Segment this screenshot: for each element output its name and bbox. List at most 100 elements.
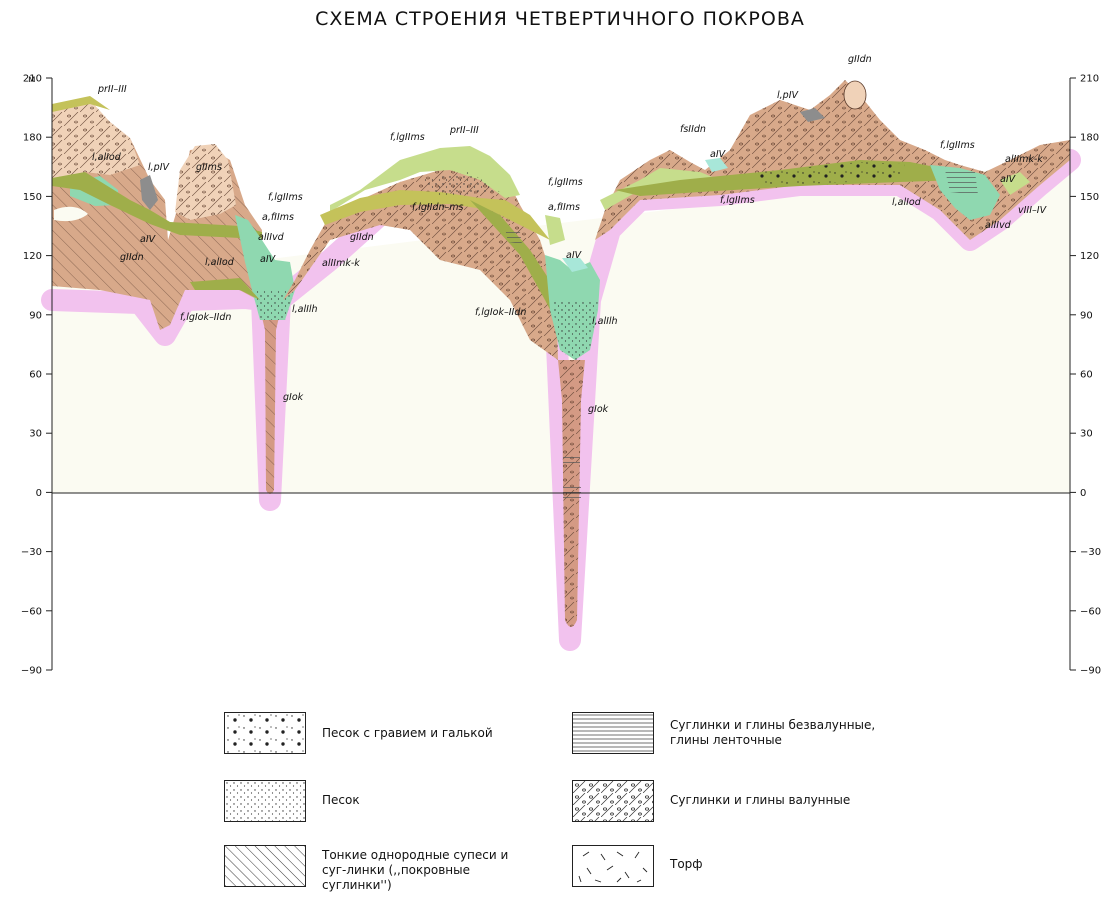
olive-cover-left (52, 96, 110, 112)
valley-fill-left-dots (252, 290, 295, 320)
geo-label: gIIms (196, 162, 222, 173)
geo-label: fsIIdn (680, 124, 706, 135)
geo-label: aIV (566, 250, 583, 261)
legend-label-peat: Торф (670, 857, 703, 871)
deep-moraine-left-hatch (258, 300, 283, 494)
peat-icon (572, 845, 654, 887)
left-tick-label: 150 (23, 192, 42, 203)
geo-label: aIV (1000, 174, 1017, 185)
right-tick-label: 30 (1080, 429, 1093, 440)
right-tick-label: 150 (1080, 192, 1099, 203)
hill-lens-top (843, 80, 867, 110)
right-tick-label: 60 (1080, 370, 1093, 381)
geo-label: l,alIlh (592, 316, 618, 327)
geo-label: aIV (140, 234, 157, 245)
gravel-sand-icon (224, 712, 306, 754)
geologic-cross-section: м 210 180 150 120 90 60 30 0 −30 −60 −90 210 180 150… (21, 54, 1101, 677)
light-green-right (600, 168, 720, 210)
legend-label-sand: Песок (322, 793, 360, 807)
legend-label-gravel-sand: Песок с гравием и галькой (322, 726, 493, 740)
left-tick-label: 60 (29, 370, 42, 381)
left-tick-label: 210 (23, 74, 42, 85)
geo-label: f,lgIIms (720, 195, 755, 206)
geo-label: l,alIlh (292, 304, 318, 315)
cyan-spot-right (705, 158, 728, 172)
geo-label: f,lgIok–IIdn (180, 312, 231, 323)
geo-label: f,lgIIms (268, 192, 303, 203)
geo-label: f,lgIIms (940, 140, 975, 151)
left-tick-label: −30 (21, 547, 42, 558)
right-tick-label: −90 (1080, 666, 1101, 677)
thin-loam-icon (224, 845, 306, 887)
boulder-clay-icon (572, 780, 654, 822)
lines-lens-central (505, 228, 522, 244)
geo-labels: prII–III l,alIod l,pIV gIIms f,lgIIms a,… (92, 54, 1048, 415)
left-tick-label: −90 (21, 666, 42, 677)
left-tick-label: 120 (23, 251, 42, 262)
geo-label: gIok (588, 404, 609, 415)
light-green-right-small (1000, 172, 1030, 195)
sand-icon (224, 780, 306, 822)
left-tick-label: 180 (23, 133, 42, 144)
left-ticks: 210 180 150 120 90 60 30 0 −30 −60 −90 (21, 74, 52, 677)
right-tick-label: −60 (1080, 606, 1101, 617)
right-tick-label: 210 (1080, 74, 1099, 85)
pale-hill-left-hatch (52, 100, 140, 180)
varved-clay-icon (572, 712, 654, 754)
geo-label: l,pIV (148, 162, 170, 173)
geo-label: l,alIod (205, 257, 235, 268)
geo-label: gIIdn (120, 252, 144, 263)
geo-label: alIIvd (258, 232, 285, 243)
geo-label: vIII–IV (1018, 205, 1048, 216)
right-tick-label: 180 (1080, 133, 1099, 144)
legend-label-varved-clay: Суглинки и глины безвалунные, глины лент… (670, 718, 876, 747)
peat-right (800, 108, 825, 122)
olive-band-right-gravel (760, 162, 905, 184)
geo-label: gIIdn (350, 232, 374, 243)
right-ticks: 210 180 150 120 90 60 30 0 −30 −60 −90 (1070, 74, 1101, 677)
light-green-cover-central (330, 146, 520, 212)
geo-label: l,alIod (92, 152, 122, 163)
pale-hill-mid-hatch (175, 144, 236, 220)
geo-label: a,fIIms (548, 202, 580, 213)
geo-label: alIImk-k (322, 258, 360, 269)
geo-label: l,alIod (892, 197, 922, 208)
geo-label: a,fIIms (262, 212, 294, 223)
legend-label-boulder-clay: Суглинки и глины валунные (670, 793, 851, 807)
right-tick-label: −30 (1080, 547, 1101, 558)
olive-cover-central-dots (420, 172, 500, 196)
bedrock-bubble (54, 206, 88, 222)
left-tick-label: −60 (21, 606, 42, 617)
geo-label: aIV (260, 254, 277, 265)
left-tick-label: 0 (36, 488, 42, 499)
geo-label: f,lgIok–IIdn (475, 307, 526, 318)
right-tick-label: 0 (1080, 488, 1086, 499)
olive-cover-central (320, 190, 550, 240)
light-green-patch-central (545, 215, 565, 245)
geo-label: alIIvd (985, 220, 1012, 231)
geo-label: f,lgIIms (390, 132, 425, 143)
green-tongue-left (190, 278, 260, 300)
legend-label-thin-loam: Тонкие однородные супеси и суг-линки (,,… (322, 848, 509, 892)
geo-label: aIV (710, 149, 727, 160)
geo-label: f,lgIIms (548, 177, 583, 188)
right-tick-label: 90 (1080, 310, 1093, 321)
geo-label: gIIdn (848, 54, 872, 65)
geo-label: alIImk-k (1005, 154, 1043, 165)
depression-lines-right (945, 170, 978, 195)
geo-label: l,pIV (777, 90, 799, 101)
geo-label: prII–III (449, 125, 479, 136)
right-tick-label: 120 (1080, 251, 1099, 262)
diagram-title: СХЕМА СТРОЕНИЯ ЧЕТВЕРТИЧНОГО ПОКРОВА (315, 8, 805, 30)
deep-lines-right (563, 455, 581, 500)
valley-fill-central-dots (552, 300, 598, 362)
geo-label: f,lgIIdn–ms (412, 202, 464, 213)
cyan-top-central (562, 258, 588, 272)
green-band-left (52, 172, 262, 240)
geo-label: prII–III (97, 84, 127, 95)
left-tick-label: 90 (29, 310, 42, 321)
left-tick-label: 30 (29, 429, 42, 440)
peat-left (140, 175, 158, 210)
geo-label: gIok (283, 392, 304, 403)
left-unit-label: м (28, 74, 36, 85)
